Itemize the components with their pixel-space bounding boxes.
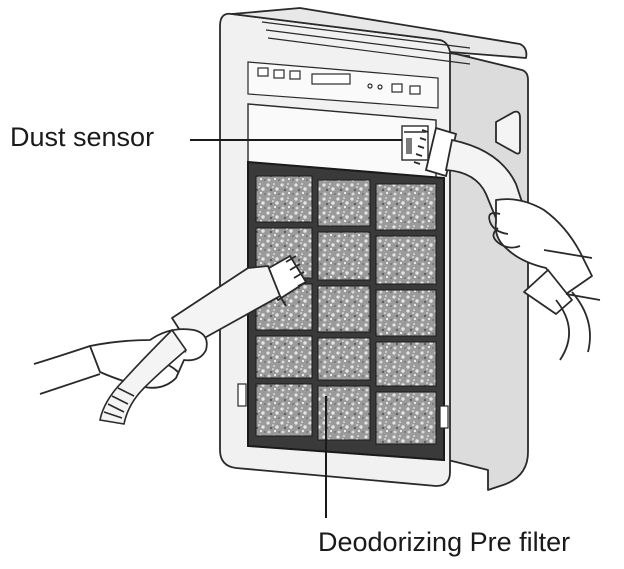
- filter-cell: [255, 335, 313, 379]
- filter-cell: [375, 289, 437, 337]
- purifier-side-handle: [495, 110, 521, 155]
- vacuum-hose: [99, 328, 188, 425]
- control-display: [311, 73, 351, 85]
- dust-sensor-label: Dust sensor: [10, 122, 155, 152]
- filter-cell: [375, 391, 437, 445]
- right-hand: [488, 198, 601, 315]
- air-outlet-louvers: [261, 21, 471, 65]
- filter-cell: [317, 231, 371, 281]
- indicator-lamp: [367, 83, 373, 89]
- left-arm: [33, 345, 101, 395]
- right-arm: [555, 291, 591, 361]
- filter-cell: [375, 341, 437, 387]
- control-button: [409, 85, 421, 95]
- filter-cell: [375, 235, 437, 285]
- left-vacuum-nozzle: [171, 255, 307, 347]
- filter-cell: [317, 285, 371, 333]
- control-button: [273, 69, 285, 79]
- filter-cell: [317, 337, 371, 381]
- filter-cell: [255, 175, 313, 223]
- control-button: [391, 83, 403, 93]
- deodorizing-pre-filter: [247, 160, 445, 462]
- filter-cell: [375, 183, 437, 231]
- filter-clips: [237, 383, 449, 429]
- filter-cell: [255, 383, 313, 437]
- indicator-lamp: [377, 84, 383, 90]
- filter-cell: [317, 179, 371, 227]
- dust-sensor: [401, 125, 429, 161]
- control-button: [257, 67, 269, 77]
- control-panel: [247, 61, 439, 109]
- deodorizing-pre-filter-label: Deodorizing Pre filter: [318, 527, 571, 557]
- control-button: [289, 70, 301, 80]
